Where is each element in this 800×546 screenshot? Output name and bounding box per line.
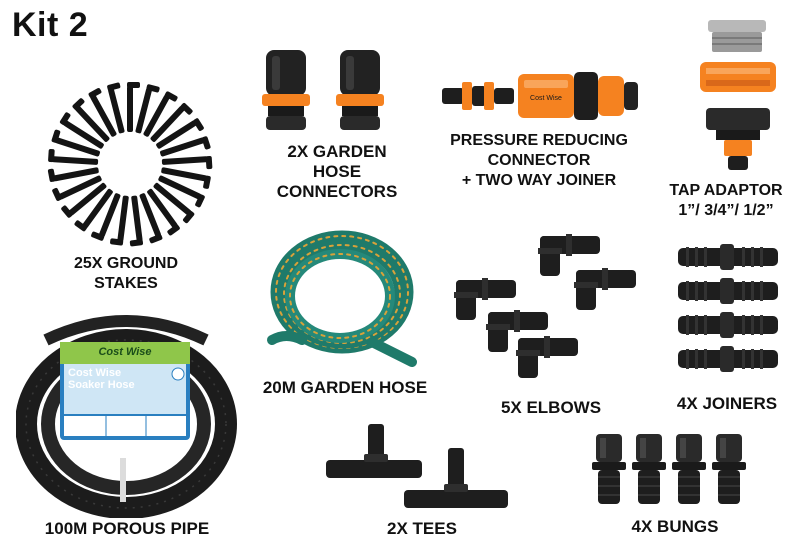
soaker-hose-package <box>60 342 190 440</box>
garden-hose-image <box>267 230 417 367</box>
ground-stake <box>48 148 99 165</box>
ground-stake <box>74 188 113 232</box>
pressure-label-line2: CONNECTOR <box>487 152 591 169</box>
joiners-label: 4X JOINERS <box>676 394 778 413</box>
ground-stake <box>91 193 121 241</box>
kit-title: Kit 2 <box>12 6 89 44</box>
bung-fitting <box>712 434 746 504</box>
ground-stake <box>153 182 195 224</box>
tee-bottom <box>404 448 508 508</box>
ground-stake <box>127 82 140 132</box>
two-way-joiner <box>442 82 514 110</box>
elbow-fitting <box>454 278 516 320</box>
hose-connectors-line3: CONNECTORS <box>276 182 398 201</box>
hose-connectors-image <box>262 50 384 130</box>
tap-label-line2: 1”/ 3/4”/ 1/2” <box>678 202 774 219</box>
garden-hose-label: 20M GARDEN HOSE <box>262 378 428 397</box>
tap-connector-body <box>706 108 770 170</box>
ground-stake <box>72 98 110 142</box>
bung-fitting <box>632 434 666 504</box>
ground-stake <box>147 188 180 236</box>
elbow-fitting <box>538 234 600 276</box>
ground-stake <box>143 91 178 137</box>
elbows-image <box>454 234 636 378</box>
ground-stake <box>47 167 99 182</box>
ground-stake <box>161 155 213 170</box>
pressure-label: PRESSURE REDUCING CONNECTOR + TWO WAY JO… <box>430 131 648 191</box>
ground-stakes-image <box>47 82 213 247</box>
pressure-label-line1: PRESSURE REDUCING <box>450 132 628 149</box>
pressure-brand-logo: Cost Wise <box>530 95 562 102</box>
joiner-fitting <box>678 346 778 372</box>
bung-fitting <box>592 434 626 504</box>
ground-stake <box>135 84 160 134</box>
orange-thread-ring <box>700 62 776 92</box>
pressure-label-line3: + TWO WAY JOINER <box>461 172 617 189</box>
ground-stake <box>51 129 100 157</box>
ground-stake <box>160 136 211 157</box>
tap-label-line1: TAP ADAPTOR <box>669 182 783 199</box>
pressure-connector-image: Cost Wise <box>442 72 638 120</box>
bung-fitting <box>672 434 706 504</box>
ground-stake <box>107 82 125 134</box>
grey-thread-reducer <box>708 20 766 52</box>
hose-connectors-line1: 2X GARDEN <box>287 142 387 161</box>
ground-stake <box>129 195 144 247</box>
tap-adaptor-image <box>700 20 776 170</box>
stakes-label-line1: 25X GROUND <box>73 255 179 272</box>
joiners-image <box>678 244 778 372</box>
ground-stake <box>52 175 102 201</box>
ground-stake <box>110 195 129 246</box>
porous-pipe-label: 100M POROUS PIPE <box>44 519 210 538</box>
hose-connector-left <box>262 50 310 130</box>
package-title-line1: Cost Wise <box>68 367 122 379</box>
hose-connectors-line2: HOSE <box>312 162 362 181</box>
elbow-fitting <box>516 336 578 378</box>
elbows-label: 5X ELBOWS <box>500 398 602 417</box>
ground-stake <box>150 102 193 142</box>
stakes-label-line2: STAKES <box>94 275 158 292</box>
joiner-fitting <box>678 244 778 270</box>
hose-connectors-label: 2X GARDEN HOSE CONNECTORS <box>262 142 412 202</box>
tee-top <box>326 424 422 478</box>
elbow-fitting <box>486 310 548 352</box>
ground-stake <box>59 112 104 149</box>
tap-label: TAP ADAPTOR 1”/ 3/4”/ 1/2” <box>656 181 796 221</box>
package-brand: Cost Wise <box>98 346 152 358</box>
ground-stake <box>161 167 211 189</box>
joiner-fitting <box>678 278 778 304</box>
joiner-fitting <box>678 312 778 338</box>
ground-stake <box>156 118 204 149</box>
ground-stake <box>88 88 117 137</box>
elbow-fitting <box>574 268 636 310</box>
bungs-label: 4X BUNGS <box>631 517 719 536</box>
tees-image <box>326 424 508 508</box>
hose-connector-right <box>336 50 384 130</box>
stakes-label: 25X GROUND STAKES <box>38 254 214 294</box>
tees-label: 2X TEES <box>387 519 457 538</box>
bungs-image <box>592 434 746 504</box>
ground-stake <box>61 182 107 218</box>
package-title-line2: Soaker Hose <box>68 379 135 391</box>
ground-stake <box>158 175 205 208</box>
pressure-reducer: Cost Wise <box>518 72 638 120</box>
ground-stake <box>139 193 163 244</box>
porous-pipe-image <box>16 315 237 518</box>
